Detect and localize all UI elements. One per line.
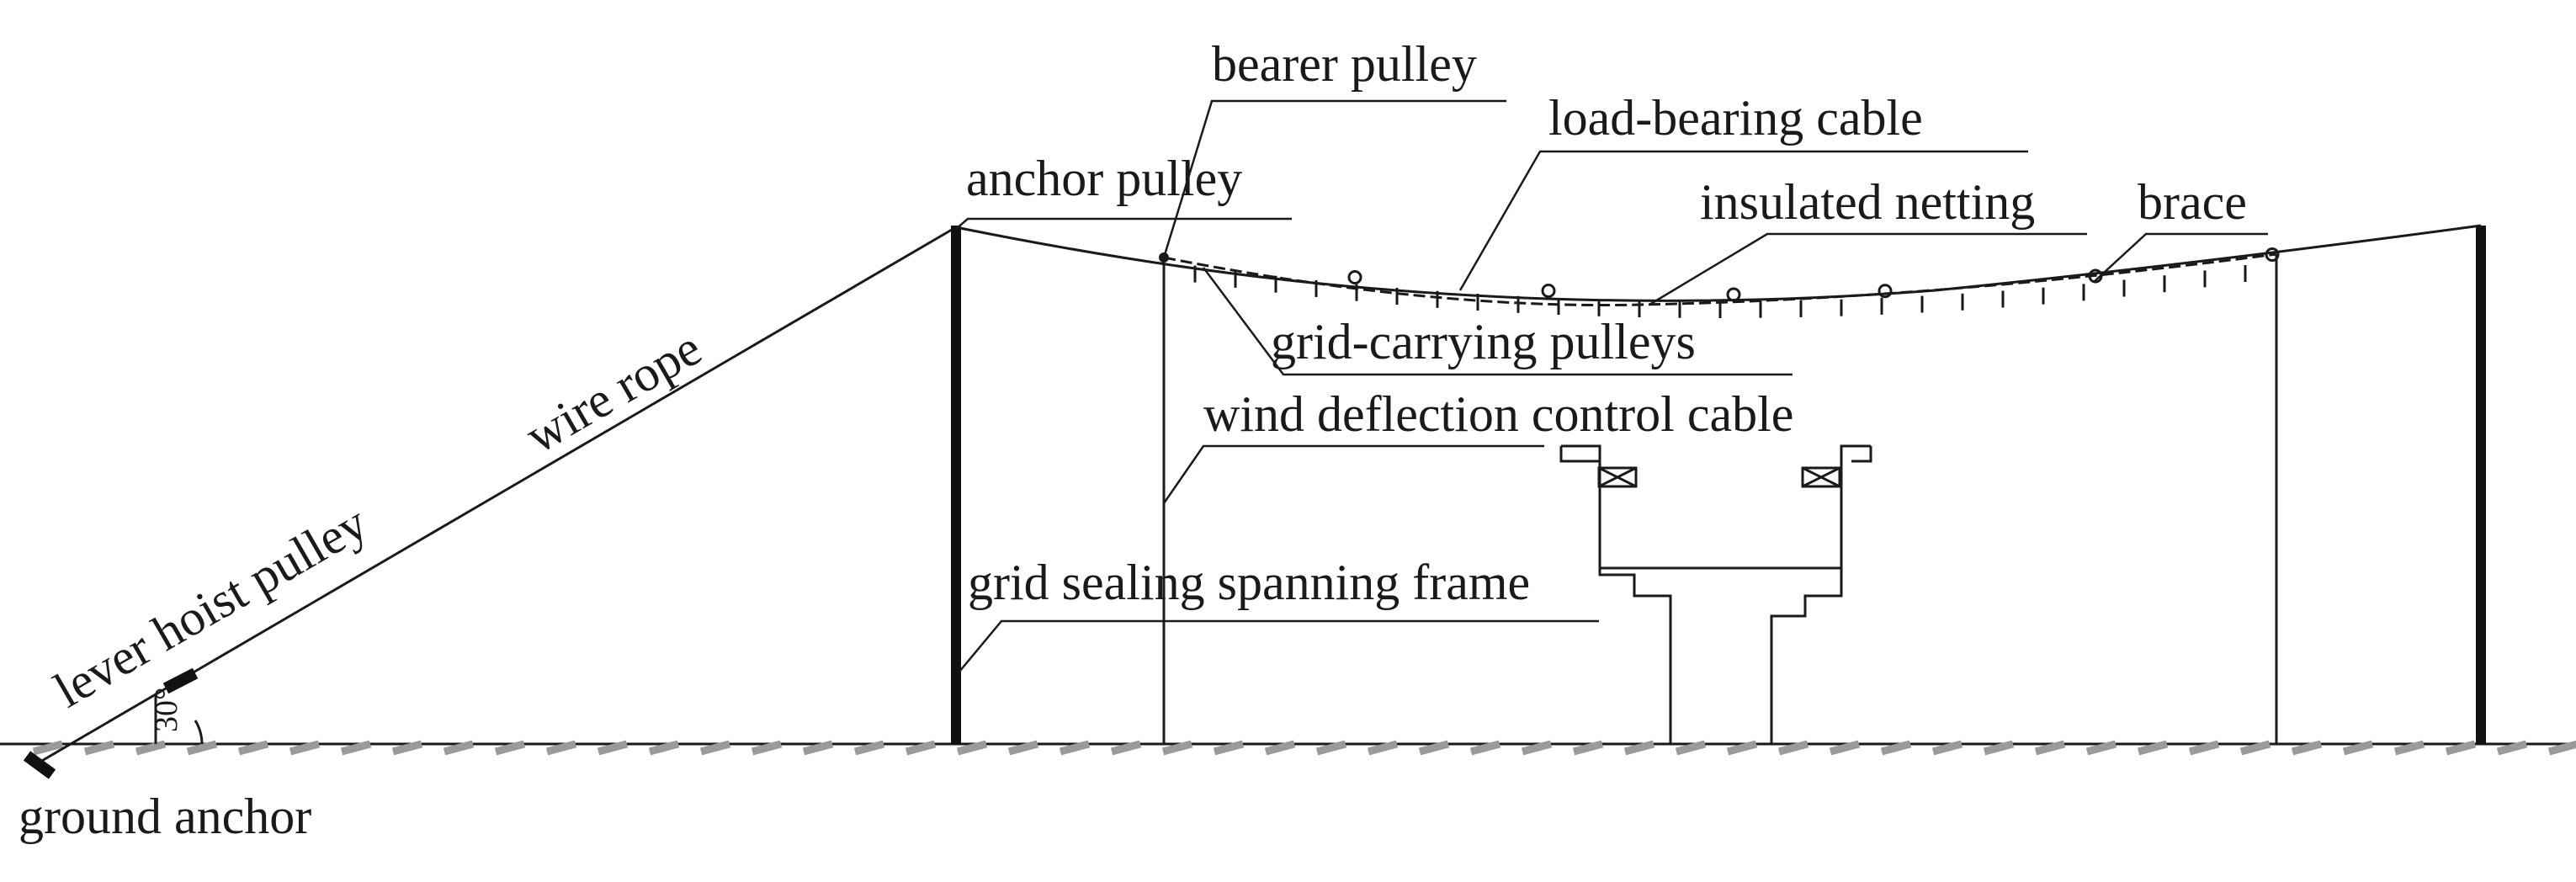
bearer-pulley-leader	[1162, 99, 1506, 258]
ground-hatch-mark	[494, 740, 526, 756]
ground-hatch-mark	[2342, 740, 2374, 756]
grid-sealing-spanning-frame-label: grid sealing spanning frame	[968, 555, 1530, 610]
ground-hatch-mark	[1367, 740, 1399, 756]
ground-hatch-mark	[1675, 740, 1707, 756]
insulated-netting-label: insulated netting	[1700, 174, 2035, 230]
insulated-netting-leader	[1649, 232, 2087, 306]
ground-hatching	[32, 740, 2576, 756]
brace-pulley	[2265, 247, 2280, 263]
anchor-pulley-leader	[955, 217, 1292, 230]
ground-hatch-mark	[545, 740, 577, 756]
ground-hatch-mark	[1623, 740, 1655, 756]
ground-hatch-mark	[186, 740, 218, 756]
ground-hatch-mark	[905, 740, 937, 756]
ground-hatch-mark	[340, 740, 372, 756]
ground-hatch-mark	[1777, 740, 1809, 756]
ground-hatch-mark	[1110, 740, 1142, 756]
ground-hatch-mark	[2445, 740, 2477, 756]
ground-hatch-mark	[1983, 740, 2015, 756]
load-bearing-cable-label: load-bearing cable	[1548, 90, 1923, 146]
brace-pulley	[1347, 270, 1362, 285]
pier-right-inner	[1851, 446, 1872, 463]
wire-rope-label: wire rope	[517, 320, 711, 464]
ground-hatch-mark	[1521, 740, 1553, 756]
ground-hatch-mark	[391, 740, 423, 756]
angle-label: 30°	[149, 688, 184, 732]
ground-hatch-mark	[289, 740, 321, 756]
ground-hatch-mark	[2291, 740, 2323, 756]
brace-pulley	[1541, 284, 1556, 299]
grid-carrying-pulleys-leader	[1202, 267, 1793, 376]
ground	[0, 740, 2576, 756]
angle-arc	[194, 720, 204, 745]
ground-hatch-mark	[1418, 740, 1450, 756]
load-bearing-cable	[955, 224, 2482, 302]
ground-hatch-mark	[1213, 740, 1245, 756]
ground-hatch-mark	[32, 740, 64, 756]
ground-anchor-label: ground anchor	[19, 789, 311, 844]
ground-hatch-mark	[2188, 740, 2220, 756]
ground-hatch-mark	[2034, 740, 2066, 756]
ground-hatch-mark	[135, 740, 167, 756]
ground-hatch-mark	[443, 740, 475, 756]
pier-left-outline	[1561, 444, 1672, 744]
ground-hatch-mark	[648, 740, 680, 756]
left-insulator-box	[1597, 466, 1638, 488]
grid-carrying-pulleys-label: grid-carrying pulleys	[1271, 314, 1696, 369]
ground-hatch-mark	[1572, 740, 1604, 756]
pier-right-outline	[1770, 444, 1871, 744]
pier-left-inner	[1559, 446, 1600, 463]
anchor-pulley-label: anchor pulley	[966, 151, 1242, 206]
ground-hatch-mark	[83, 740, 115, 756]
brace-leader	[2093, 232, 2268, 283]
ground-hatch-mark	[853, 740, 885, 756]
grid-sealing-spanning-frame-leader	[959, 619, 1599, 672]
ground-hatch-mark	[1931, 740, 1963, 756]
lever-hoist-pulley-label: lever hoist pulley	[45, 495, 377, 718]
ground-hatch-mark	[699, 740, 731, 756]
ground-hatch-mark	[2239, 740, 2271, 756]
load-bearing-cable-leader	[1458, 150, 2028, 291]
bearer-pulley-label: bearer pulley	[1212, 36, 1477, 92]
ground-hatch-mark	[1469, 740, 1501, 756]
ground-anchor-block	[23, 751, 56, 779]
ground-hatch-mark	[1161, 740, 1193, 756]
right-insulator-box	[1801, 466, 1841, 488]
ground-hatch-mark	[802, 740, 834, 756]
ground-hatch-mark	[2547, 740, 2576, 756]
lever-hoist-pulley-block	[162, 667, 199, 694]
wind-deflection-control-cable-label: wind deflection control cable	[1203, 386, 1793, 442]
ground-hatch-mark	[1315, 740, 1347, 756]
ground-hatch-mark	[2085, 740, 2117, 756]
ground-hatch-mark	[597, 740, 629, 756]
grid-carrying-pulley-group	[1159, 247, 2280, 318]
ground-hatch-mark	[1829, 740, 1861, 756]
ground-hatch-mark	[956, 740, 988, 756]
brace-label: brace	[2138, 174, 2247, 230]
brace-pulley	[1726, 287, 1741, 302]
ground-hatch-mark	[1726, 740, 1758, 756]
ground-hatch-mark	[1059, 740, 1091, 756]
ground-hatch-mark	[1007, 740, 1039, 756]
ground-hatch-mark	[2496, 740, 2528, 756]
ground-hatch-mark	[2393, 740, 2425, 756]
ground-hatch-mark	[1880, 740, 1912, 756]
insulated-netting	[1163, 252, 2277, 307]
brace-pulley	[1878, 284, 1893, 299]
ground-hatch-mark	[1264, 740, 1296, 756]
ground-hatch-mark	[751, 740, 783, 756]
ground-hatch-mark	[2137, 740, 2169, 756]
wind-deflection-control-cable-leader	[1162, 444, 1544, 504]
leader-lines	[955, 99, 2268, 672]
ground-hatch-mark	[237, 740, 269, 756]
center-pier	[1559, 444, 1872, 744]
